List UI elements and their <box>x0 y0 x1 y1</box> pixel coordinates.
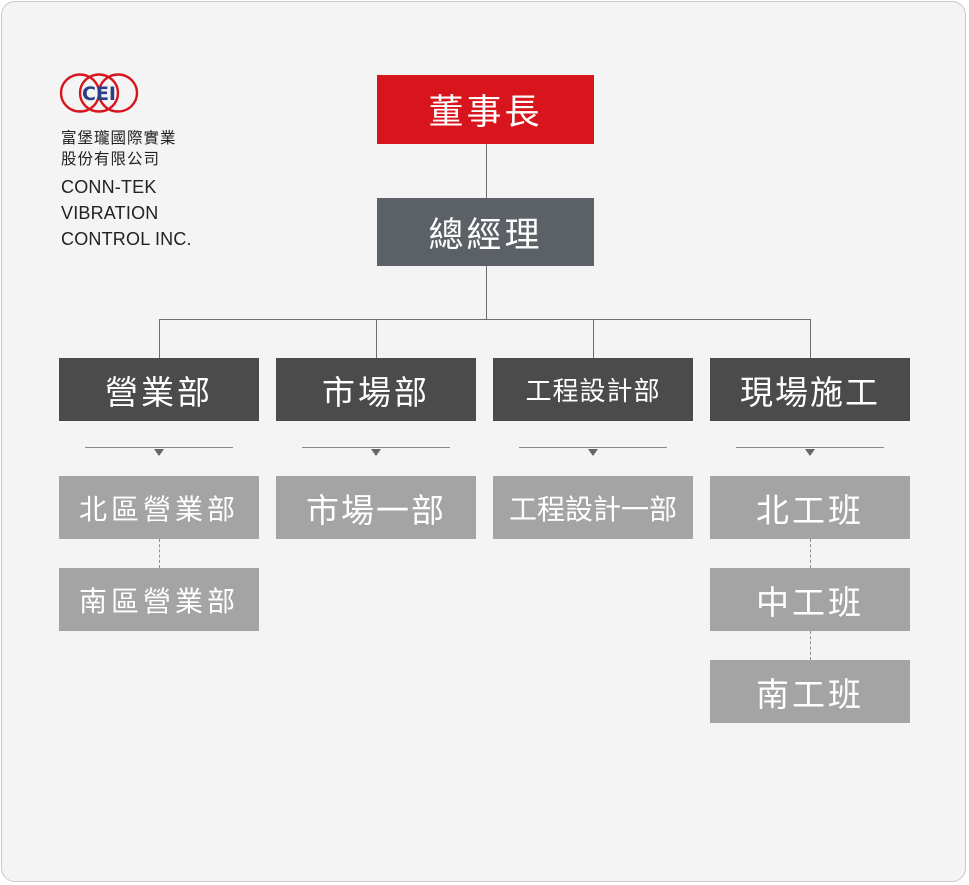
general-manager-node: 總經理 <box>377 198 594 266</box>
department-label: 現場施工 <box>740 372 880 412</box>
team-node: 南工班 <box>710 660 910 723</box>
team-label: 南工班 <box>756 674 864 714</box>
company-name-en-line2: VIBRATION <box>61 203 159 223</box>
company-name-en-line3: CONTROL INC. <box>61 229 192 249</box>
company-name-cn-line1: 富堡瓏國際實業 <box>61 130 177 147</box>
department-sales: 營業部 <box>59 358 259 421</box>
team-node: 市場一部 <box>276 476 476 539</box>
department-site-construction: 現場施工 <box>710 358 910 421</box>
connector-bus-horizontal <box>159 319 811 320</box>
team-label: 市場一部 <box>306 490 446 530</box>
department-label: 營業部 <box>105 372 213 412</box>
chairman-node: 董事長 <box>377 75 594 144</box>
department-engineering-design: 工程設計部 <box>493 358 693 421</box>
company-logo: CEI <box>59 71 139 115</box>
department-label: 市場部 <box>322 372 430 412</box>
team-connector <box>810 631 811 660</box>
connector-gm-bus <box>486 266 487 320</box>
team-node: 南區營業部 <box>59 568 259 631</box>
department-label: 工程設計部 <box>525 377 661 407</box>
team-label: 南區營業部 <box>78 584 239 618</box>
team-label: 中工班 <box>756 582 864 622</box>
chairman-label: 董事長 <box>428 93 543 133</box>
connector-bus-dept-1 <box>159 319 160 358</box>
team-label: 工程設計一部 <box>508 492 677 526</box>
arrow-down-icon <box>371 449 381 456</box>
company-name-cn-line2: 股份有限公司 <box>61 151 161 168</box>
arrow-down-icon <box>805 449 815 456</box>
arrow-down-icon <box>588 449 598 456</box>
team-label: 北工班 <box>756 490 864 530</box>
team-connector <box>159 539 160 568</box>
connector-bus-dept-3 <box>593 319 594 358</box>
team-connector <box>810 539 811 568</box>
connector-chairman-gm <box>486 144 487 198</box>
separator-line <box>736 447 884 448</box>
department-marketing: 市場部 <box>276 358 476 421</box>
team-node: 北工班 <box>710 476 910 539</box>
separator-line <box>519 447 667 448</box>
team-label: 北區營業部 <box>78 492 239 526</box>
team-node: 北區營業部 <box>59 476 259 539</box>
separator-line <box>302 447 450 448</box>
arrow-down-icon <box>154 449 164 456</box>
team-node: 中工班 <box>710 568 910 631</box>
company-name-en-line1: CONN-TEK <box>61 177 157 197</box>
svg-text:CEI: CEI <box>82 83 116 105</box>
connector-bus-dept-4 <box>810 319 811 358</box>
general-manager-label: 總經理 <box>428 215 543 256</box>
connector-bus-dept-2 <box>376 319 377 358</box>
team-node: 工程設計一部 <box>493 476 693 539</box>
separator-line <box>85 447 233 448</box>
